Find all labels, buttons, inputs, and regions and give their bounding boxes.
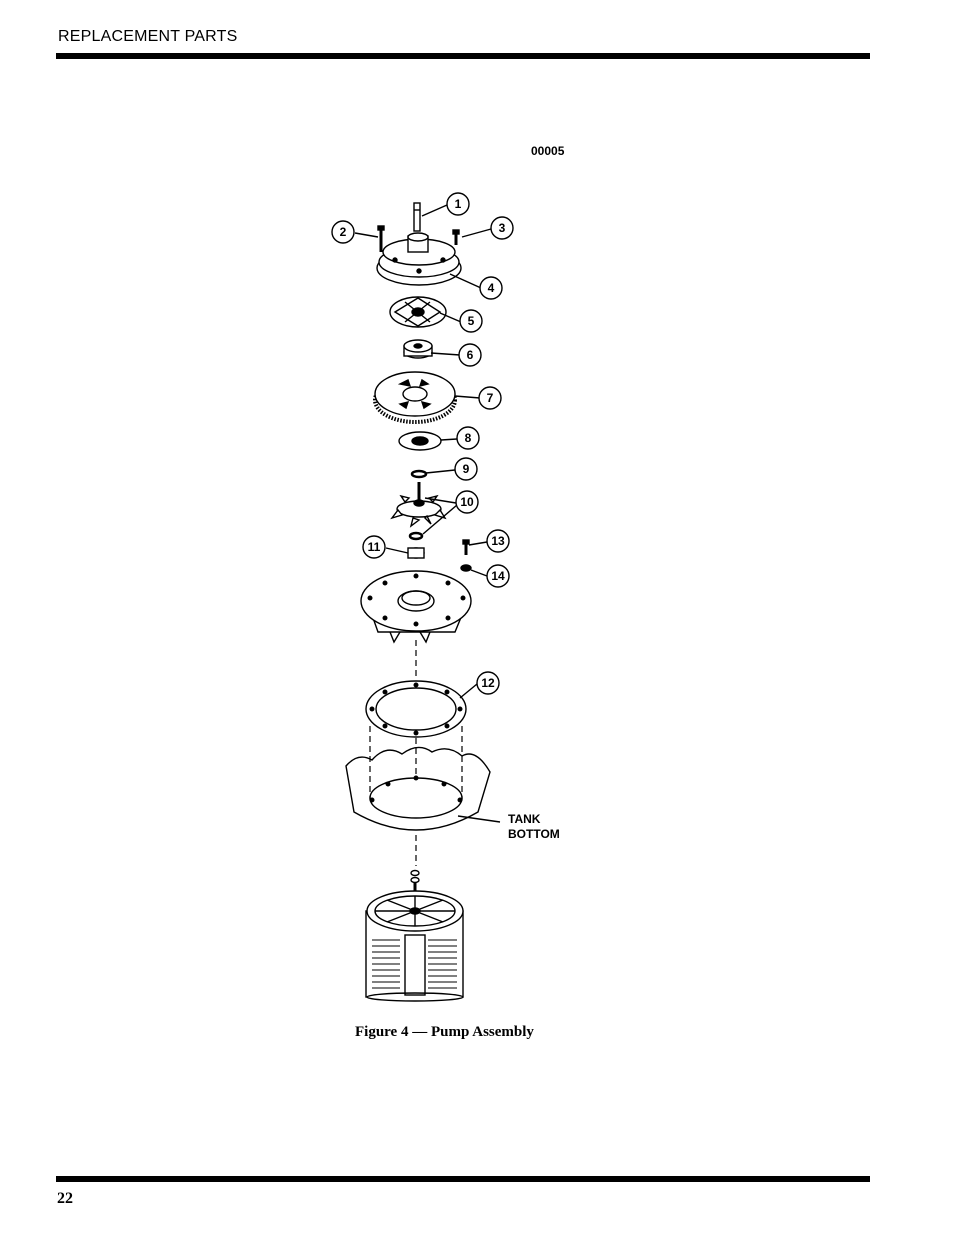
footer-rule [56, 1176, 870, 1182]
callout-4 [479, 276, 503, 300]
callout-label-7: 7 [487, 391, 494, 405]
callout-1 [446, 192, 470, 216]
callout-9 [454, 457, 478, 481]
part-3-screw [452, 229, 460, 245]
callout-7 [478, 386, 502, 410]
callout-14 [486, 564, 510, 588]
figure-caption: Figure 4 — Pump Assembly [355, 1024, 534, 1040]
tank-label-line2: BOTTOM [508, 827, 560, 841]
part-5-impeller [389, 296, 447, 328]
callout-label-12: 12 [481, 676, 495, 690]
alignment-lines [369, 640, 463, 866]
callout-label-13: 13 [491, 534, 505, 548]
callout-label-9: 9 [463, 462, 470, 476]
part-1-shaft-pin [413, 202, 421, 232]
callout-label-14: 14 [491, 569, 505, 583]
callout-13 [486, 529, 510, 553]
callout-circles [331, 192, 514, 695]
part-7-grinder-plate [373, 371, 457, 424]
callout-label-11: 11 [368, 540, 381, 554]
tank-label-line1: TANK [508, 812, 541, 826]
part-13-screw [462, 539, 470, 555]
callout-label-2: 2 [340, 225, 347, 239]
callout-10 [455, 490, 479, 514]
page-number: 22 [57, 1190, 73, 1207]
callout-label-10: 10 [460, 495, 474, 509]
header-rule [56, 53, 870, 59]
callout-label-1: 1 [455, 197, 462, 211]
part-6-hub [403, 339, 433, 359]
part-10-lower-impeller [390, 482, 447, 541]
page-header-title: REPLACEMENT PARTS [58, 28, 238, 45]
callout-label-6: 6 [467, 348, 474, 362]
tank-bottom-label: TANK BOTTOM [508, 812, 560, 842]
callout-6 [458, 343, 482, 367]
part-14-washer [460, 564, 472, 572]
figure-code: 00005 [531, 144, 565, 158]
callout-2 [331, 220, 355, 244]
part-8-seal-plate [398, 431, 442, 451]
callout-12 [476, 671, 500, 695]
callout-label-8: 8 [465, 431, 472, 445]
tank-bottom [345, 746, 491, 831]
part-2-screw [377, 225, 385, 252]
part-12-gasket [365, 680, 467, 738]
part-11-pump-housing [360, 547, 472, 644]
callout-label-3: 3 [499, 221, 506, 235]
callout-5 [459, 309, 483, 333]
callout-leaders [354, 204, 501, 823]
part-4-cover [376, 232, 462, 286]
strainer-screen [365, 869, 464, 1002]
callout-3 [490, 216, 514, 240]
part-9-o-ring [410, 469, 428, 479]
callout-label-5: 5 [468, 314, 475, 328]
callout-11 [362, 535, 386, 559]
callout-label-4: 4 [488, 281, 495, 295]
callout-8 [456, 426, 480, 450]
